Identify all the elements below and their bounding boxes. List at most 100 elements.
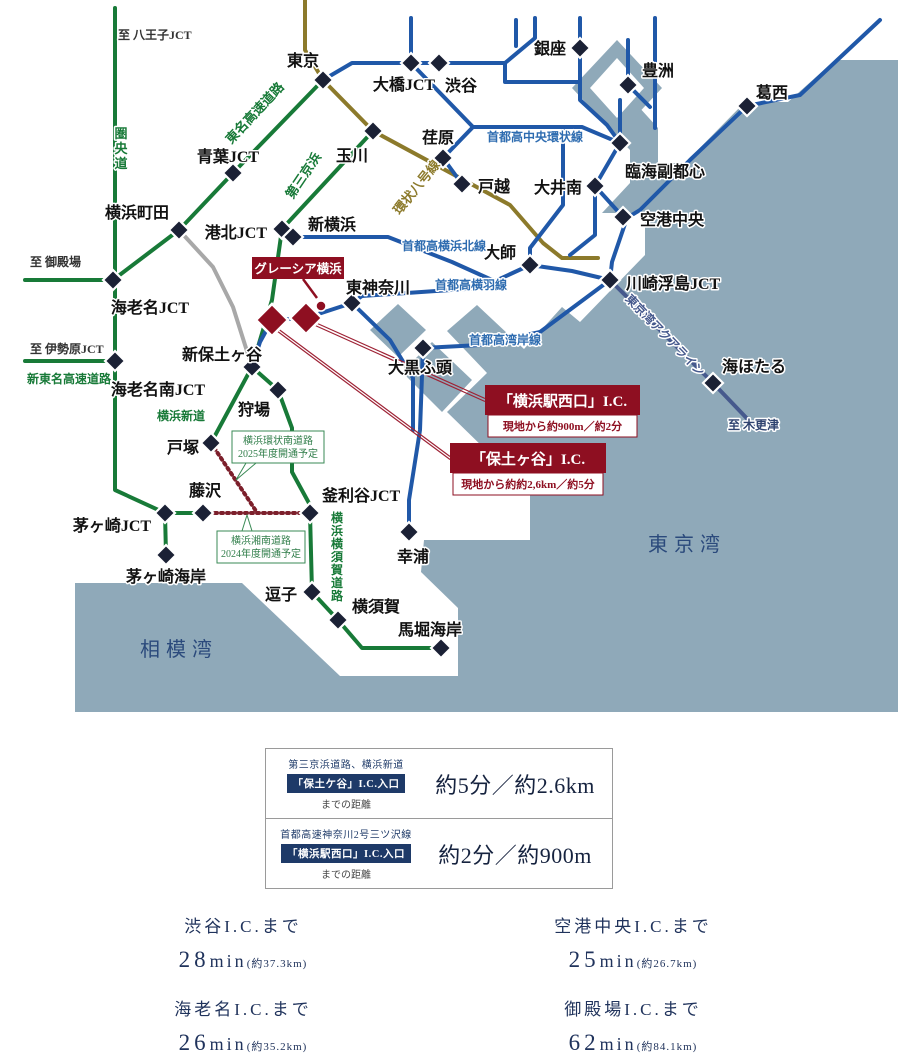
- road-wangan-line: [407, 18, 882, 534]
- stat-distance: (約35.2km): [246, 1041, 308, 1053]
- station-diamond: [254, 302, 290, 338]
- station-label: 大師: [484, 243, 516, 262]
- sea-label: 相模湾: [140, 638, 218, 661]
- route-map-svg: 横浜環状南道路2025年度開通予定横浜湘南道路2024年度開通予定東京大橋JCT…: [23, 0, 898, 712]
- station-diamond: [199, 431, 223, 455]
- road-planned-totsuka: [209, 441, 258, 513]
- station-label: 戸越: [478, 177, 511, 196]
- island: [590, 58, 644, 118]
- road-label-vertical: 圏: [114, 126, 127, 141]
- road-label-vertical: 賀: [330, 562, 343, 577]
- station-label: 海老名南JCT: [111, 380, 206, 399]
- stat-value: 28min(約37.3km): [128, 947, 358, 973]
- station-diamond: [583, 174, 607, 198]
- station-label: 逗子: [265, 586, 297, 604]
- station-diamond: [281, 225, 305, 249]
- station-diamond: [311, 68, 335, 92]
- road-daishi-ukishima: [528, 263, 612, 282]
- station-label: 港北JCT: [205, 223, 268, 242]
- road-name-label: 第三京浜道路、横浜新道: [288, 760, 404, 771]
- note-text: 2024年度開通予定: [221, 547, 301, 560]
- station-label: 大黒ふ頭: [388, 358, 453, 377]
- station-label: 大井南: [534, 178, 582, 197]
- stat-distance: (約26.7km): [636, 958, 698, 970]
- road-ginza-conn: [503, 61, 582, 84]
- station-label: 新保土ヶ谷: [182, 345, 263, 364]
- station-label: 馬堀海岸: [398, 620, 462, 639]
- station-diamond: [397, 520, 421, 544]
- station-diamond: [326, 608, 350, 632]
- property-badge-label: グレーシア横浜: [254, 261, 342, 276]
- station-label: 臨海副都心: [625, 162, 705, 181]
- stat-unit: min: [209, 951, 247, 971]
- access-row-left: 首都高速神奈川2号三ツ沢線 「横浜駅西口」I.C.入口 までの距離: [270, 826, 422, 881]
- stat-minutes: 26: [178, 1030, 210, 1055]
- station-diamond: [298, 501, 322, 525]
- station-label: 空港中央: [640, 210, 705, 229]
- station-label: 茅ヶ崎海岸: [126, 567, 206, 586]
- stat-title: 御殿場I.C.まで: [564, 1000, 702, 1019]
- road-label-vertical: 須: [330, 550, 344, 564]
- station-label: 幸浦: [397, 547, 429, 566]
- stat-gotemba: 御殿場I.C.まで 62min(約84.1km): [518, 995, 748, 1056]
- sea: [421, 60, 898, 676]
- property-location-dot: [315, 300, 327, 312]
- road-rinkai-line: [593, 98, 625, 219]
- station-diamond: [154, 543, 178, 567]
- ic-connector-line: [274, 326, 451, 457]
- road-label: 横浜新道: [157, 408, 205, 423]
- ic-connector-line: [274, 329, 451, 460]
- stat-value: 25min(約26.7km): [518, 947, 748, 973]
- station-diamond: [518, 253, 542, 277]
- station-diamond: [608, 131, 632, 155]
- road-label-vertical: 道: [114, 156, 127, 171]
- stat-kuko-chuo: 空港中央I.C.まで 25min(約26.7km): [518, 912, 748, 973]
- station-diamond: [103, 349, 127, 373]
- station-diamond: [288, 300, 324, 336]
- sea: [75, 583, 340, 676]
- station-diamond: [399, 51, 423, 75]
- road-label: 至 八王子JCT: [118, 28, 192, 42]
- station-label: 青葉JCT: [197, 147, 260, 166]
- road-tomei: [111, 78, 325, 282]
- station-diamond: [431, 146, 455, 170]
- stat-unit: min: [599, 951, 637, 971]
- station-diamond: [153, 501, 177, 525]
- station-label: 海老名JCT: [111, 298, 190, 317]
- station-diamond: [411, 336, 435, 360]
- ic-connector-line: [312, 320, 486, 400]
- ic-box-title-bg: [450, 443, 606, 473]
- station-diamond: [221, 161, 245, 185]
- stat-minutes: 28: [178, 947, 210, 972]
- road-yokohama-shindo: [209, 365, 254, 445]
- stat-unit: min: [209, 1034, 247, 1054]
- road-c2-line: [409, 61, 622, 145]
- road-label-vertical: 央: [114, 141, 128, 156]
- road-name-label: 首都高速神奈川2号三ツ沢線: [280, 830, 412, 841]
- road-label: 首都高横羽線: [435, 277, 507, 292]
- ic-box-subtitle: 現地から約900m／約2分: [503, 419, 622, 433]
- station-label: 荏原: [422, 128, 454, 147]
- ic-entrance-badge: 「横浜駅西口」I.C.入口: [281, 844, 411, 863]
- station-label: 東神奈川: [346, 278, 410, 297]
- stat-title: 渋谷I.C.まで: [184, 917, 302, 936]
- stat-value: 62min(約84.1km): [518, 1030, 748, 1056]
- station-label: 葛西: [756, 83, 788, 102]
- road-higashikanagawa-south: [350, 301, 415, 432]
- stat-title: 海老名I.C.まで: [174, 1000, 312, 1019]
- station-label: 東京: [287, 51, 319, 70]
- station-diamond: [101, 268, 125, 292]
- access-row-left: 第三京浜道路、横浜新道 「保土ケ谷」I.C.入口 までの距離: [270, 756, 422, 811]
- station-diamond: [611, 205, 635, 229]
- road-kenodo: [113, 6, 168, 557]
- station-diamond: [429, 636, 453, 660]
- station-label: 玉川: [336, 147, 368, 165]
- stat-distance: (約37.3km): [246, 958, 308, 970]
- station-diamond: [735, 94, 759, 118]
- station-diamond: [240, 355, 264, 379]
- note-text: 横浜湘南道路: [231, 534, 291, 547]
- road-label: 至 伊勢原JCT: [30, 341, 104, 356]
- road-label: 首都高横浜北線: [402, 238, 486, 253]
- access-row-hodogaya: 第三京浜道路、横浜新道 「保土ケ谷」I.C.入口 までの距離 約5分／約2.6k…: [266, 749, 612, 818]
